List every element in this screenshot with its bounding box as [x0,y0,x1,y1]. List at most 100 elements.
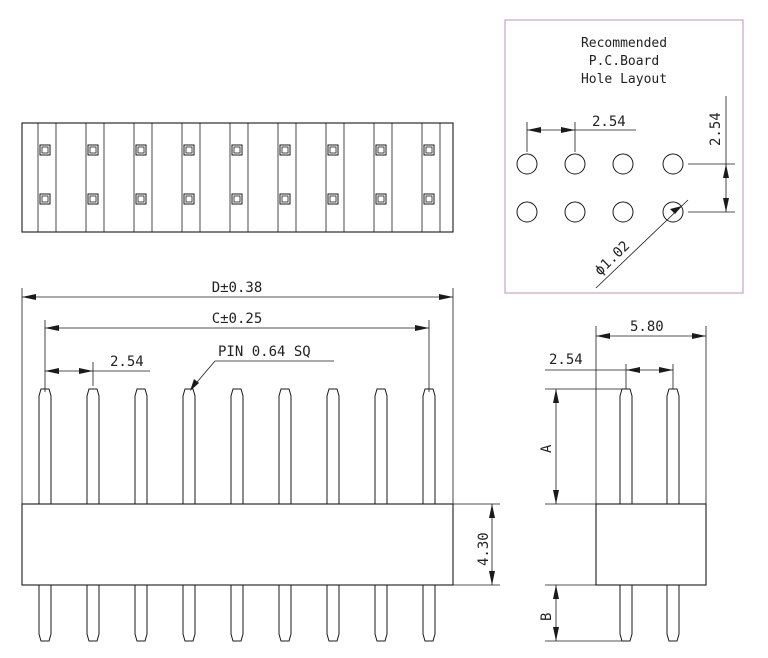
overall-length-label: D±0.38 [212,280,263,296]
body-height-arrow-bottom [489,571,495,585]
hole-pitch-y-arrow-bottom [723,198,729,212]
front-pin-lower [86,584,100,642]
top-view-pin-square [135,193,147,205]
front-pin-upper [38,388,52,505]
top-view-pin-square [279,144,291,156]
side-pin-lower-left [619,584,633,642]
top-view-pin-square-inner [425,195,433,203]
hole-layout-title-line-2: P.C.Board [589,54,659,69]
top-view-pin-square-inner [329,146,337,154]
front-pin-upper [374,388,388,505]
top-view-pin-square [327,193,339,205]
top-view-pin-square-inner [137,146,145,154]
upper-length-arrow-bottom [553,490,559,504]
side-width-label: 5.80 [630,319,664,335]
top-view-pin-square-inner [41,195,49,203]
top-view-pin-square [423,193,435,205]
top-view-pin-square [327,144,339,156]
front-pin-upper [326,388,340,505]
hole-pitch-x-arrow-right [561,127,575,133]
pin-note-label: PIN 0.64 SQ [218,344,311,360]
top-view-pin-square-inner [233,195,241,203]
hole-layout-title-line-3: Hole Layout [581,72,667,87]
top-view-pin-square [231,144,243,156]
lower-length-label: B [539,613,555,621]
pcb-hole [564,201,586,223]
hole-pitch-x-label: 2.54 [592,114,626,130]
pin-span-label: C±0.25 [212,311,263,327]
side-pitch-arrow-right [659,367,673,373]
front-pitch-label: 2.54 [110,354,144,370]
side-pin-upper-right [666,388,680,505]
top-view-pin-square [279,193,291,205]
top-view-pin-square-inner [41,146,49,154]
front-pitch-arrow-right [79,368,93,374]
front-pin-upper [230,388,244,505]
front-pin-lower [278,584,292,642]
hole-layout: Recommended P.C.Board Hole Layout 2.54 2… [504,19,744,294]
hole-diameter-arrow [670,206,682,214]
pin-span-arrow-left [45,325,59,331]
front-pin-lower [374,584,388,642]
pcb-hole [516,153,538,175]
side-pitch-label: 2.54 [549,352,583,368]
top-view-pin-square [87,144,99,156]
overall-length-arrow-right [439,294,453,300]
top-view-pin-square [423,144,435,156]
front-pin-upper [278,388,292,505]
pcb-hole [662,153,684,175]
upper-length-arrow-top [553,389,559,403]
front-pin-upper [422,388,436,505]
top-view-pin-square-inner [377,146,385,154]
pcb-hole [516,201,538,223]
top-view-pin-square [39,144,51,156]
top-view-body [21,122,454,233]
top-view-pin-square [375,193,387,205]
front-pin-upper [134,388,148,505]
pcb-hole [612,153,634,175]
hole-pitch-y-label: 2.54 [708,112,724,146]
lower-length-arrow-bottom [553,627,559,641]
top-view-pin-square-inner [89,146,97,154]
front-pitch-arrow-left [45,368,59,374]
top-view-columns [37,123,441,232]
front-pin-lower [230,584,244,642]
pcb-hole [612,201,634,223]
front-pin-lower [182,584,196,642]
hole-diameter-leader [595,199,689,289]
front-view-body [21,503,454,586]
body-height-arrow-top [489,504,495,518]
front-pin-upper [86,388,100,505]
top-view-pin-square [39,193,51,205]
side-view-body [595,503,707,586]
top-view-pin-square [183,193,195,205]
side-pitch-arrow-left [626,367,640,373]
front-pin-upper [182,388,196,505]
pin-span-arrow-right [415,325,429,331]
pin-note-arrow [190,379,199,391]
side-pin-upper-left [619,388,633,505]
top-view-pin-square-inner [185,195,193,203]
side-width-arrow-right [692,333,706,339]
front-pin-lower [326,584,340,642]
top-view-pin-square-inner [329,195,337,203]
top-view-pin-square [135,144,147,156]
top-view-pin-square-inner [89,195,97,203]
top-view-pin-square [375,144,387,156]
overall-length-arrow-left [22,294,36,300]
top-view-pin-square-inner [233,146,241,154]
top-view-pin-square [231,193,243,205]
front-pin-lower [38,584,52,642]
front-pin-lower [422,584,436,642]
front-pins [38,388,436,642]
top-view-pin-square-inner [185,146,193,154]
front-pin-lower [134,584,148,642]
side-width-arrow-left [596,333,610,339]
side-pin-lower-right [666,584,680,642]
top-view-pin-square [87,193,99,205]
top-view-pin-square-inner [281,195,289,203]
hole-pitch-y-arrow-top [723,164,729,178]
hole-layout-frame [504,19,744,294]
pcb-hole [662,201,684,223]
